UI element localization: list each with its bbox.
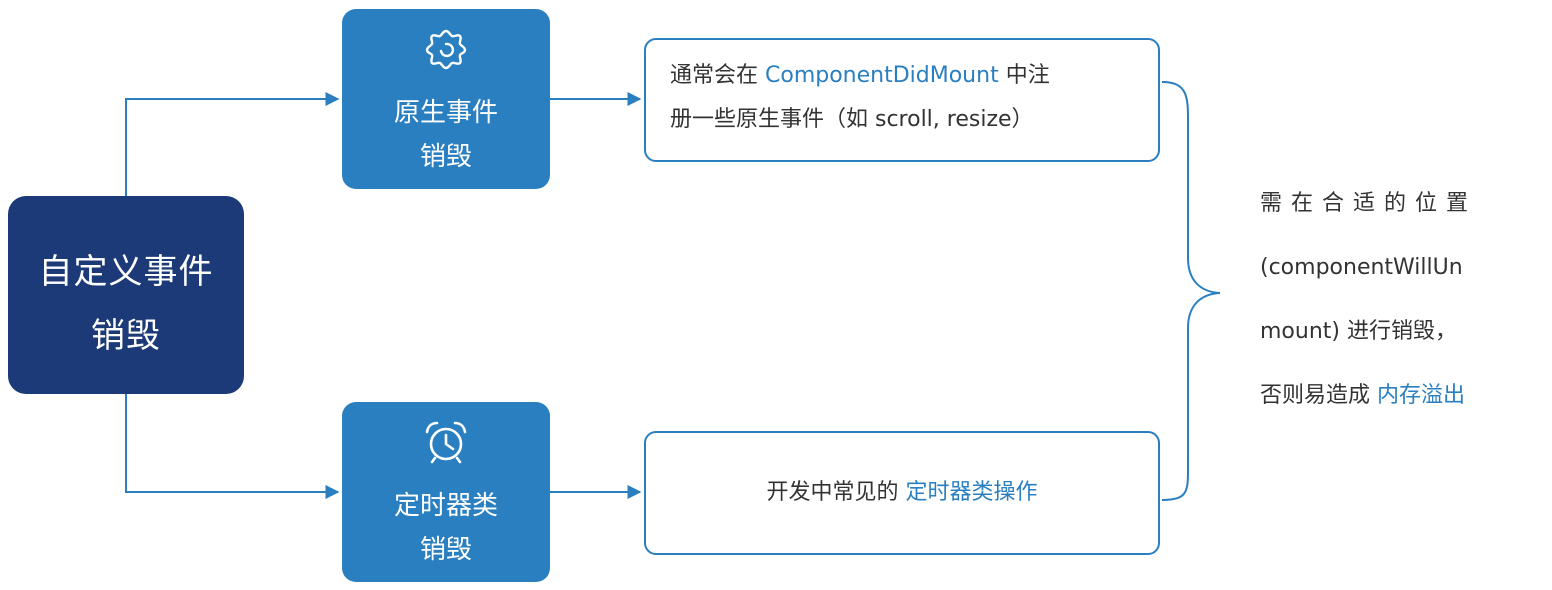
- alarm-clock-icon: [425, 421, 467, 464]
- native-label-line-1: 原生事件: [393, 98, 498, 128]
- summary-line-4-text: 否则易造成: [1260, 383, 1377, 408]
- root-title-line-1: 自定义事件: [38, 252, 214, 292]
- summary-line-2: (componentWillUn: [1260, 255, 1463, 280]
- summary-brace: [1161, 81, 1221, 501]
- memory-overflow-highlight: 内存溢出: [1377, 383, 1466, 408]
- native-note-text-tail: 中注: [998, 63, 1050, 88]
- native-note-text: 通常会在: [670, 63, 765, 88]
- timer-operation-highlight: 定时器类操作: [905, 480, 1038, 505]
- native-event-note: 通常会在 ComponentDidMount 中注 册一些原生事件（如 scro…: [644, 38, 1160, 162]
- root-title-line-2: 销毁: [91, 316, 161, 356]
- timer-label-line-2: 销毁: [419, 535, 472, 565]
- native-label-line-2: 销毁: [419, 142, 472, 172]
- summary-line-4: 否则易造成 内存溢出: [1260, 364, 1552, 428]
- component-did-mount-highlight: ComponentDidMount: [765, 63, 999, 88]
- custom-event-destroy-node: 自定义事件 销毁: [8, 196, 244, 394]
- timer-destroy-node: 定时器类 销毁: [342, 402, 550, 582]
- native-event-destroy-node: 原生事件 销毁: [342, 9, 550, 189]
- summary-line-1: 需在合适的位置: [1260, 191, 1478, 216]
- connector-root-to-timer: [125, 394, 340, 499]
- timer-note-text: 开发中常见的: [766, 480, 906, 505]
- timer-label-line-1: 定时器类: [393, 491, 498, 521]
- native-note-line-1: 通常会在 ComponentDidMount 中注: [670, 54, 1138, 98]
- summary-line-3: mount) 进行销毁，: [1260, 319, 1457, 344]
- destroy-summary: 需在合适的位置 (componentWillUn mount) 进行销毁， 否则…: [1260, 172, 1552, 428]
- connector-root-to-native: [125, 92, 340, 196]
- timer-note: 开发中常见的 定时器类操作: [644, 431, 1160, 555]
- gear-icon: [425, 29, 467, 70]
- native-note-line-2: 册一些原生事件（如 scroll, resize）: [670, 107, 1034, 132]
